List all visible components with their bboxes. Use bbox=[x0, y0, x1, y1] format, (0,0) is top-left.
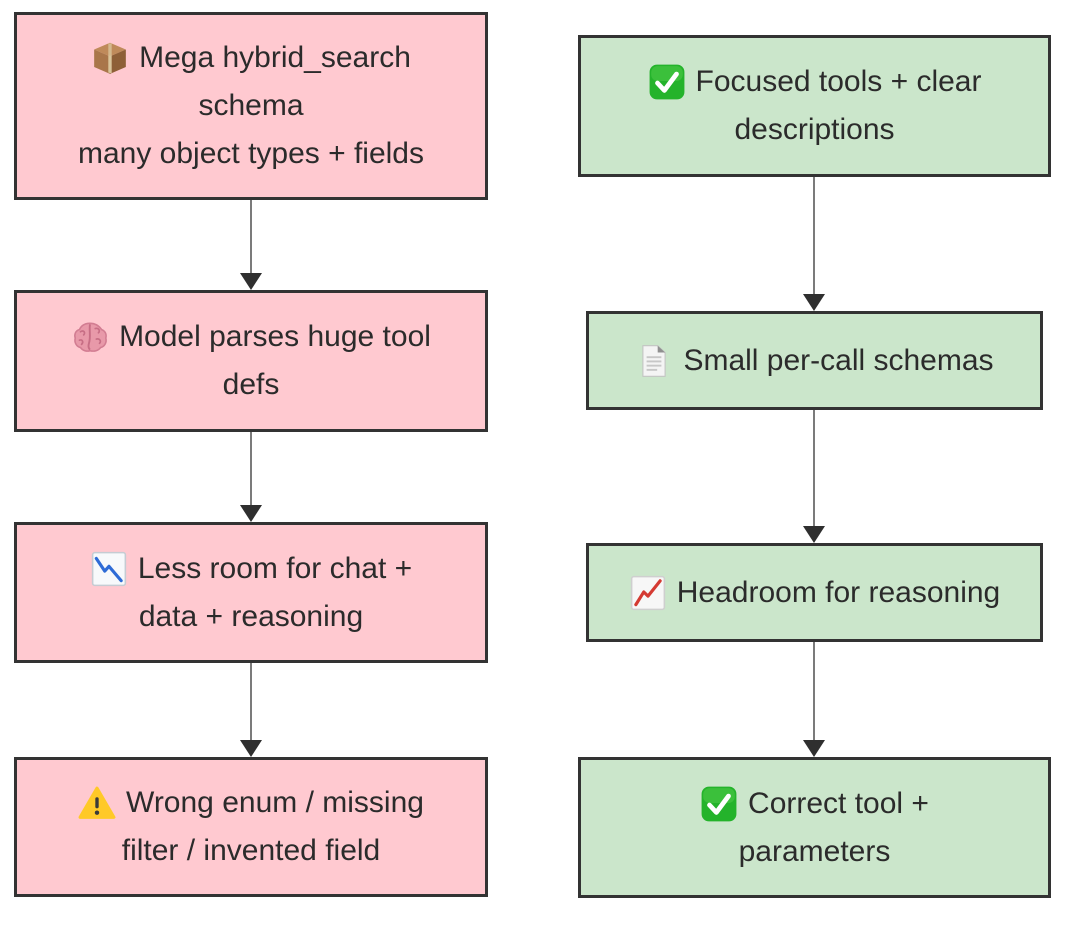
node-less-room: Less room for chat + data + reasoning bbox=[14, 522, 488, 663]
arrow-down-icon bbox=[802, 410, 826, 543]
node-text: Mega hybrid_search bbox=[139, 41, 411, 74]
node-label: Focused tools + clear descriptions bbox=[648, 58, 982, 154]
package-icon bbox=[91, 39, 129, 77]
brain-icon bbox=[71, 318, 109, 356]
node-label: Wrong enum / missing filter / invented f… bbox=[78, 779, 424, 875]
node-text: Small per-call schemas bbox=[683, 343, 994, 377]
arrow-shaft bbox=[813, 177, 815, 294]
arrowhead-icon bbox=[803, 526, 825, 543]
arrowhead-icon bbox=[240, 505, 262, 522]
chart-decreasing-icon bbox=[90, 550, 128, 588]
arrow-down-icon bbox=[239, 200, 263, 290]
node-text: defs bbox=[222, 368, 280, 401]
arrowhead-icon bbox=[803, 740, 825, 757]
node-mega-schema: Mega hybrid_search schema many object ty… bbox=[14, 12, 488, 200]
node-text: data + reasoning bbox=[138, 599, 364, 633]
arrow-shaft bbox=[813, 642, 815, 740]
check-mark-icon bbox=[700, 785, 738, 823]
check-mark-icon bbox=[648, 63, 686, 101]
chart-increasing-icon bbox=[629, 574, 667, 612]
node-text: Correct tool + bbox=[748, 786, 929, 820]
node-label: Correct tool + parameters bbox=[700, 780, 929, 876]
node-text: schema many object types + fields bbox=[77, 89, 424, 170]
arrowhead-icon bbox=[240, 740, 262, 757]
arrow-down-icon bbox=[802, 177, 826, 311]
node-label: Mega hybrid_search schema many object ty… bbox=[78, 34, 424, 178]
node-text: Headroom for reasoning bbox=[676, 575, 1001, 609]
node-text: Model parses huge tool bbox=[119, 320, 431, 353]
node-text: Less room for chat + bbox=[137, 551, 413, 585]
page-icon bbox=[635, 342, 673, 380]
node-label: Small per-call schemas bbox=[635, 337, 994, 385]
arrow-shaft bbox=[250, 432, 252, 505]
warning-icon bbox=[78, 784, 116, 822]
node-label: Less room for chat + data + reasoning bbox=[90, 545, 412, 641]
arrow-shaft bbox=[250, 663, 252, 740]
arrow-shaft bbox=[813, 410, 815, 526]
node-small-schemas: Small per-call schemas bbox=[586, 311, 1043, 410]
node-text: Wrong enum / missing bbox=[126, 786, 424, 819]
node-headroom: Headroom for reasoning bbox=[586, 543, 1043, 642]
node-focused-tools: Focused tools + clear descriptions bbox=[578, 35, 1051, 177]
arrow-down-icon bbox=[239, 663, 263, 757]
node-text: filter / invented field bbox=[121, 834, 381, 867]
node-text: descriptions bbox=[734, 113, 895, 146]
node-label: Model parses huge tool defs bbox=[71, 313, 431, 409]
node-label: Headroom for reasoning bbox=[629, 569, 1001, 617]
node-text: parameters bbox=[738, 834, 891, 868]
arrow-down-icon bbox=[802, 642, 826, 757]
arrowhead-icon bbox=[240, 273, 262, 290]
arrow-shaft bbox=[250, 200, 252, 273]
node-text: Focused tools + clear bbox=[695, 65, 982, 98]
node-correct-tool: Correct tool + parameters bbox=[578, 757, 1051, 898]
node-model-parses: Model parses huge tool defs bbox=[14, 290, 488, 432]
arrowhead-icon bbox=[803, 294, 825, 311]
node-wrong-output: Wrong enum / missing filter / invented f… bbox=[14, 757, 488, 897]
arrow-down-icon bbox=[239, 432, 263, 522]
